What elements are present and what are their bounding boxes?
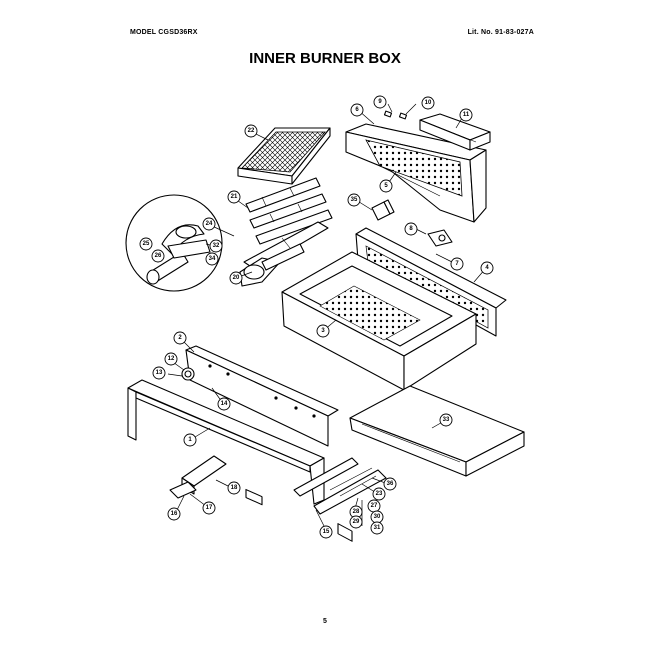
svg-text:35: 35 [351,197,358,203]
svg-text:4: 4 [485,265,489,271]
svg-text:22: 22 [248,128,255,134]
callout-35: 35 [347,193,361,207]
svg-text:29: 29 [353,519,360,525]
callout-29: 29 [349,515,363,529]
callout-labels: 1 2 3 4 5 6 7 8 9 10 11 12 13 14 15 16 1… [139,95,494,539]
callout-4: 4 [480,261,494,275]
callout-25: 25 [139,237,153,251]
svg-text:20: 20 [233,275,240,281]
callout-36: 36 [383,477,397,491]
svg-text:21: 21 [231,194,238,200]
svg-text:9: 9 [378,99,382,105]
cooking-grate [237,127,331,185]
callout-13: 13 [152,366,166,380]
callout-15: 15 [319,525,333,539]
callout-32: 32 [209,239,223,253]
callout-31: 31 [370,521,384,535]
svg-text:24: 24 [206,221,213,227]
rear-vent-panel [345,123,487,223]
svg-text:7: 7 [455,261,459,267]
svg-text:6: 6 [355,107,359,113]
svg-text:31: 31 [374,525,381,531]
svg-text:28: 28 [353,509,360,515]
svg-text:16: 16 [171,511,178,517]
callout-9: 9 [373,95,387,109]
radiant-tubes [245,177,333,245]
detail-view-circle [125,194,235,292]
callout-33: 33 [439,413,453,427]
svg-text:27: 27 [371,503,378,509]
callout-34: 34 [205,252,219,266]
callout-8: 8 [404,222,418,236]
svg-text:23: 23 [376,491,383,497]
small-screws [383,110,408,120]
svg-text:17: 17 [206,505,213,511]
svg-text:10: 10 [425,100,432,106]
callout-26: 26 [151,249,165,263]
control-panel [185,345,339,506]
drip-tray [349,385,525,477]
svg-text:14: 14 [221,401,228,407]
callout-1: 1 [183,433,197,447]
svg-text:1: 1 [188,437,192,443]
burner-box [281,251,477,542]
svg-text:5: 5 [384,183,388,189]
page-title: INNER BURNER BOX [249,50,401,67]
svg-text:13: 13 [156,370,163,376]
control-knob [181,367,195,381]
igniter-bracket [427,229,453,247]
callout-12: 12 [164,352,178,366]
callout-6: 6 [350,103,364,117]
svg-text:2: 2 [178,335,182,341]
svg-text:3: 3 [321,328,325,334]
svg-text:32: 32 [213,243,220,249]
callout-27: 27 [367,499,381,513]
callout-30: 30 [370,510,384,524]
callout-14: 14 [217,397,231,411]
callout-24: 24 [202,217,216,231]
callout-5: 5 [379,179,393,193]
burner-assembly [239,221,329,287]
svg-text:8: 8 [409,226,413,232]
svg-text:26: 26 [155,253,162,259]
callout-23: 23 [372,487,386,501]
svg-text:30: 30 [374,514,381,520]
manifold-rail [293,457,387,515]
callout-3: 3 [316,324,330,338]
svg-text:18: 18 [231,485,238,491]
callout-11: 11 [459,108,473,122]
svg-text:15: 15 [323,529,330,535]
page-number: 5 [323,618,327,625]
svg-text:11: 11 [463,112,470,118]
louver-cover [419,113,491,151]
callout-10: 10 [421,96,435,110]
svg-text:12: 12 [168,356,175,362]
callout-20: 20 [229,271,243,285]
callout-17: 17 [202,501,216,515]
literature-number: Lit. No. 91-83-027A [467,29,534,36]
callout-7: 7 [450,257,464,271]
svg-text:33: 33 [443,417,450,423]
callout-2: 2 [173,331,187,345]
small-bracket [371,199,395,221]
callout-16: 16 [167,507,181,521]
callout-18: 18 [227,481,241,495]
svg-text:25: 25 [143,241,150,247]
svg-text:36: 36 [387,481,394,487]
callout-21: 21 [227,190,241,204]
svg-text:34: 34 [209,256,216,262]
callout-22: 22 [244,124,258,138]
model-number: MODEL CGSD36RX [130,29,198,36]
valve-tray [169,455,227,499]
